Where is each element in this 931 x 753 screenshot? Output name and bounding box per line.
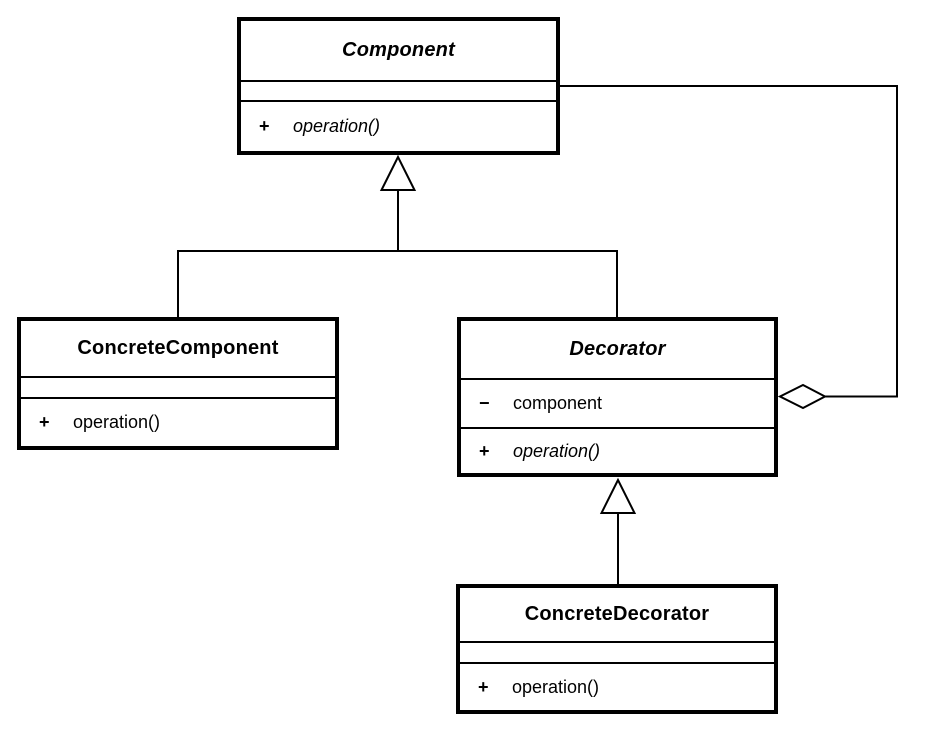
class-concrete-component-title: ConcreteComponent — [77, 337, 279, 359]
aggregation-diamond-icon — [777, 383, 828, 410]
class-decorator-title: Decorator — [569, 338, 666, 360]
class-concrete-decorator-title: ConcreteDecorator — [524, 603, 710, 625]
aggregation-line — [560, 85, 898, 398]
operation-signature: operation() — [512, 676, 600, 697]
operation-signature: operation() — [513, 440, 601, 461]
class-concrete-decorator-attributes — [460, 641, 774, 662]
operation-row: + operation() — [460, 677, 774, 698]
class-concrete-component-operations: + operation() — [21, 397, 335, 446]
visibility-symbol: − — [479, 393, 490, 413]
class-decorator: Decorator − component + operation() — [457, 317, 778, 477]
visibility-symbol: + — [259, 116, 270, 136]
operation-row: + operation() — [461, 441, 774, 462]
attribute-name: component — [513, 393, 603, 413]
operation-row: + operation() — [241, 116, 556, 137]
class-component-title: Component — [342, 39, 455, 61]
class-component: Component + operation() — [237, 17, 560, 155]
class-concrete-decorator: ConcreteDecorator + operation() — [456, 584, 778, 714]
class-decorator-attributes: − component — [461, 378, 774, 427]
visibility-symbol: + — [478, 676, 489, 697]
operation-signature: operation() — [293, 116, 381, 136]
inheritance-triangle-icon-component — [379, 154, 417, 191]
operation-row: + operation() — [21, 412, 335, 433]
inheritance-triangle-icon-decorator — [599, 477, 637, 514]
visibility-symbol: + — [479, 440, 490, 461]
class-component-operations: + operation() — [241, 100, 556, 151]
class-concrete-component-attributes — [21, 376, 335, 397]
attribute-row: − component — [461, 393, 774, 414]
class-decorator-operations: + operation() — [461, 427, 774, 473]
class-component-attributes — [241, 80, 556, 100]
class-concrete-decorator-operations: + operation() — [460, 662, 774, 710]
visibility-symbol: + — [39, 412, 50, 432]
class-concrete-component: ConcreteComponent + operation() — [17, 317, 339, 450]
operation-signature: operation() — [73, 412, 161, 432]
